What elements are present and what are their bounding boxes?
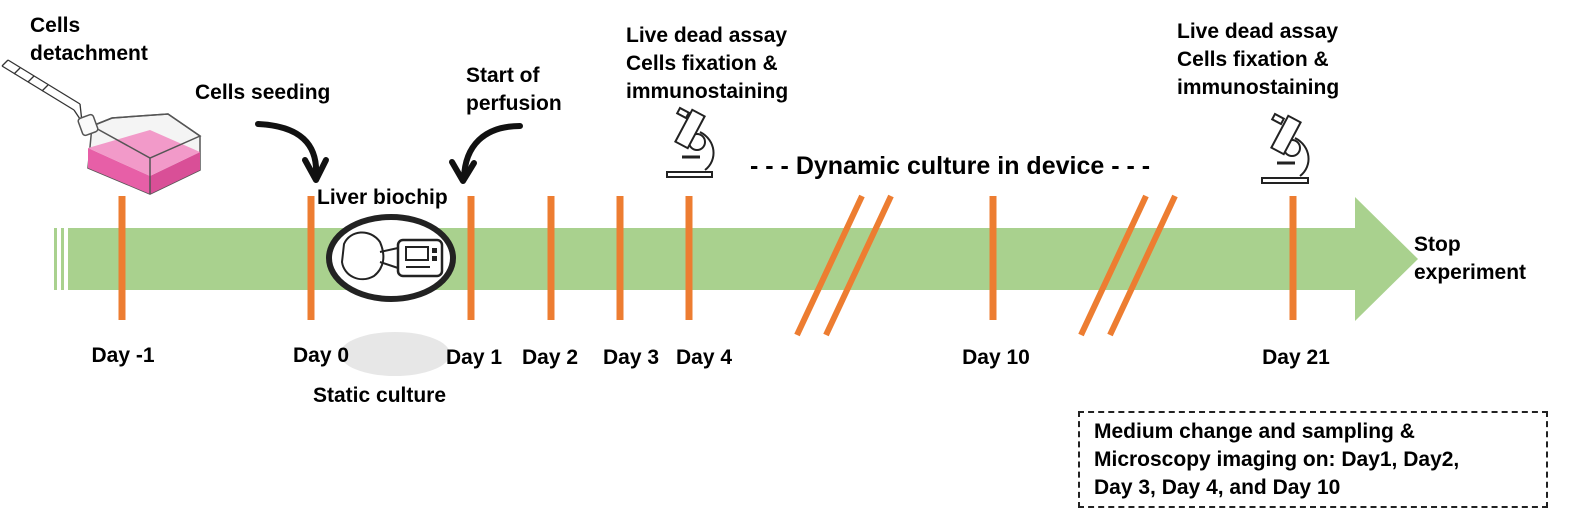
label-static-culture: Static culture [313,384,447,407]
label-dynamic-culture: - - - Dynamic culture in device - - - [750,152,1151,180]
label-assay-day4: Live dead assay Cells fixation & immunos… [626,22,788,106]
label-line: immunostaining [626,80,789,103]
label-line: Stop [1414,233,1461,256]
day-label: Day 21 [1262,346,1330,369]
day-label: Day 1 [445,346,503,369]
day-label: Day 10 [962,346,1030,369]
microscope-icon [1261,112,1310,184]
day-label: Day 3 [602,346,660,369]
note-line: Medium change and sampling & [1094,420,1415,443]
label-line: Cells fixation & [626,52,778,75]
label-cells-detachment: Cells detachment [30,12,148,68]
note-line: Day 3, Day 4, and Day 10 [1094,476,1341,499]
label-line: detachment [30,42,148,65]
timeline-arrow [54,197,1418,321]
label-stop-experiment: Stop experiment [1414,231,1526,287]
note-box: Medium change and sampling & Microscopy … [1078,411,1548,508]
day-label: Day 4 [675,346,733,369]
biochip-shadow [340,332,450,376]
label-line: Cells [30,14,81,37]
day-label: Day -1 [91,344,155,367]
label-line: Live dead assay [1177,20,1339,43]
label-start-perfusion: Start of perfusion [466,62,562,118]
label-cells-seeding: Cells seeding [195,81,331,104]
note-line: Microscopy imaging on: Day1, Day2, [1094,448,1460,471]
label-line: experiment [1414,261,1527,284]
liver-biochip-icon [326,214,456,302]
label-liver-biochip: Liver biochip [317,186,448,209]
curved-arrow-icon [255,121,523,184]
day-label: Day 2 [521,346,579,369]
label-line: Cells fixation & [1177,48,1329,71]
label-line: immunostaining [1177,76,1340,99]
day-ticks [118,196,1297,320]
day-label: Day 0 [292,344,350,367]
label-line: Live dead assay [626,24,788,47]
label-line: Start of [466,64,540,87]
label-assay-day21: Live dead assay Cells fixation & immunos… [1177,18,1339,102]
time-break-marks [794,194,1178,337]
flask-pipette-icon [1,59,202,195]
microscope-icon [666,106,715,178]
label-line: perfusion [466,92,562,115]
